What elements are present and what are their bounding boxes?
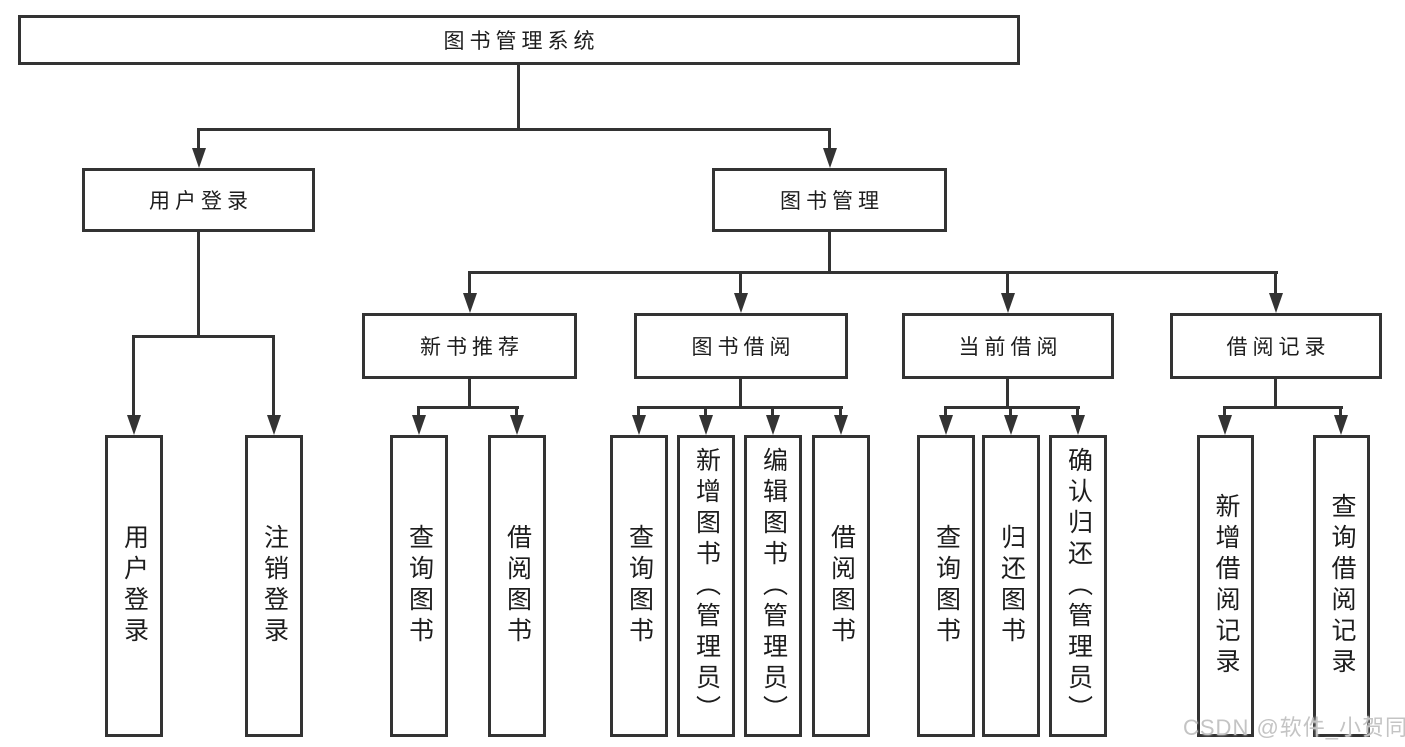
node-label: 用户登录 [149, 190, 253, 213]
connector-stem-recommend [468, 271, 471, 295]
arrow-down-icon [510, 415, 524, 435]
connector-stem-current [1006, 271, 1009, 295]
connector-stem-leaf [771, 406, 774, 418]
connector-stem-leaf [132, 335, 135, 417]
connector-stem-borrow [739, 271, 742, 295]
leaf-label: 借阅图书 [503, 524, 532, 648]
node-label: 新书推荐 [420, 336, 524, 359]
csdn-watermark: CSDN @软件_小贺同学 [1183, 715, 1405, 740]
connector-recommend-hbar [418, 406, 519, 409]
leaf-borrow-query-books: 查询图书 [610, 435, 668, 737]
leaf-records-add-record: 新增借阅记录 [1197, 435, 1254, 737]
node-label: 图书管理系统 [443, 30, 600, 53]
arrow-down-icon [267, 415, 281, 435]
leaf-current-query-books: 查询图书 [917, 435, 975, 737]
connector-borrow-hbar [637, 406, 843, 409]
leaf-label: 查询图书 [405, 524, 434, 648]
connector-stem-leaf [1076, 406, 1079, 418]
arrow-down-icon [412, 415, 426, 435]
leaf-label: 新增图书（管理员） [692, 446, 721, 726]
connector-stem-leaf [1223, 406, 1226, 418]
arrow-down-icon [766, 415, 780, 435]
connector-stem-leaf [944, 406, 947, 418]
arrow-down-icon [1218, 415, 1232, 435]
leaf-logout: 注销登录 [245, 435, 303, 737]
node-label: 借阅记录 [1226, 336, 1331, 359]
leaf-label: 查询图书 [625, 524, 654, 648]
node-user-login: 用户登录 [82, 168, 315, 232]
leaf-label: 编辑图书（管理员） [759, 446, 788, 726]
node-new-book-recommend: 新书推荐 [362, 313, 577, 379]
arrow-down-icon [1001, 293, 1015, 313]
leaf-label: 查询图书 [932, 524, 961, 648]
connector-stem-user-login [197, 128, 200, 150]
connector-login-hbar [132, 335, 275, 338]
leaf-label: 新增借阅记录 [1212, 493, 1240, 679]
leaf-label: 注销登录 [260, 524, 289, 648]
arrow-down-icon [699, 415, 713, 435]
node-book-borrow: 图书借阅 [634, 313, 848, 379]
connector-mgmt-stem [828, 232, 831, 271]
connector-stem-leaf [839, 406, 842, 418]
leaf-current-confirm-return-admin: 确认归还（管理员） [1049, 435, 1107, 737]
arrow-down-icon [834, 415, 848, 435]
connector-current-hbar [944, 406, 1080, 409]
arrow-down-icon [823, 148, 837, 168]
connector-root-stem [517, 65, 520, 128]
leaf-label: 确认归还（管理员） [1064, 446, 1093, 726]
arrow-down-icon [632, 415, 646, 435]
connector-level1-hbar [197, 128, 831, 131]
node-current-borrow: 当前借阅 [902, 313, 1114, 379]
arrow-down-icon [1269, 293, 1283, 313]
connector-stem-leaf [1009, 406, 1012, 418]
arrow-down-icon [192, 148, 206, 168]
node-label: 当前借阅 [958, 336, 1063, 359]
leaf-recommend-borrow-books: 借阅图书 [488, 435, 546, 737]
leaf-user-login: 用户登录 [105, 435, 163, 737]
leaf-current-return-books: 归还图书 [982, 435, 1040, 737]
connector-recommend-stem [468, 379, 471, 406]
leaf-borrow-edit-books-admin: 编辑图书（管理员） [744, 435, 802, 737]
connector-current-stem [1006, 379, 1009, 406]
leaf-borrow-borrow-books: 借阅图书 [812, 435, 870, 737]
connector-stem-leaf [637, 406, 640, 418]
arrow-down-icon [127, 415, 141, 435]
node-library-system: 图书管理系统 [18, 15, 1020, 65]
connector-login-stem [197, 232, 200, 335]
leaf-label: 用户登录 [120, 524, 149, 648]
connector-stem-leaf [704, 406, 707, 418]
connector-stem-leaf [515, 406, 518, 418]
connector-records-stem [1274, 379, 1277, 406]
arrow-down-icon [734, 293, 748, 313]
leaf-borrow-add-books-admin: 新增图书（管理员） [677, 435, 735, 737]
connector-level3-hbar [469, 271, 1278, 274]
connector-stem-records [1274, 271, 1277, 295]
arrow-down-icon [1334, 415, 1348, 435]
node-borrow-records: 借阅记录 [1170, 313, 1382, 379]
connector-stem-leaf [417, 406, 420, 418]
arrow-down-icon [463, 293, 477, 313]
connector-borrow-stem [739, 379, 742, 406]
connector-records-hbar [1223, 406, 1343, 409]
leaf-recommend-query-books: 查询图书 [390, 435, 448, 737]
connector-stem-leaf [272, 335, 275, 417]
leaf-label: 查询借阅记录 [1328, 493, 1356, 679]
arrow-down-icon [939, 415, 953, 435]
node-label: 图书管理 [780, 190, 884, 213]
leaf-records-query-record: 查询借阅记录 [1313, 435, 1370, 737]
node-book-management: 图书管理 [712, 168, 947, 232]
connector-stem-book-mgmt [828, 128, 831, 150]
arrow-down-icon [1071, 415, 1085, 435]
leaf-label: 借阅图书 [827, 524, 856, 648]
leaf-label: 归还图书 [997, 524, 1026, 648]
arrow-down-icon [1004, 415, 1018, 435]
connector-stem-leaf [1339, 406, 1342, 418]
node-label: 图书借阅 [691, 336, 796, 359]
